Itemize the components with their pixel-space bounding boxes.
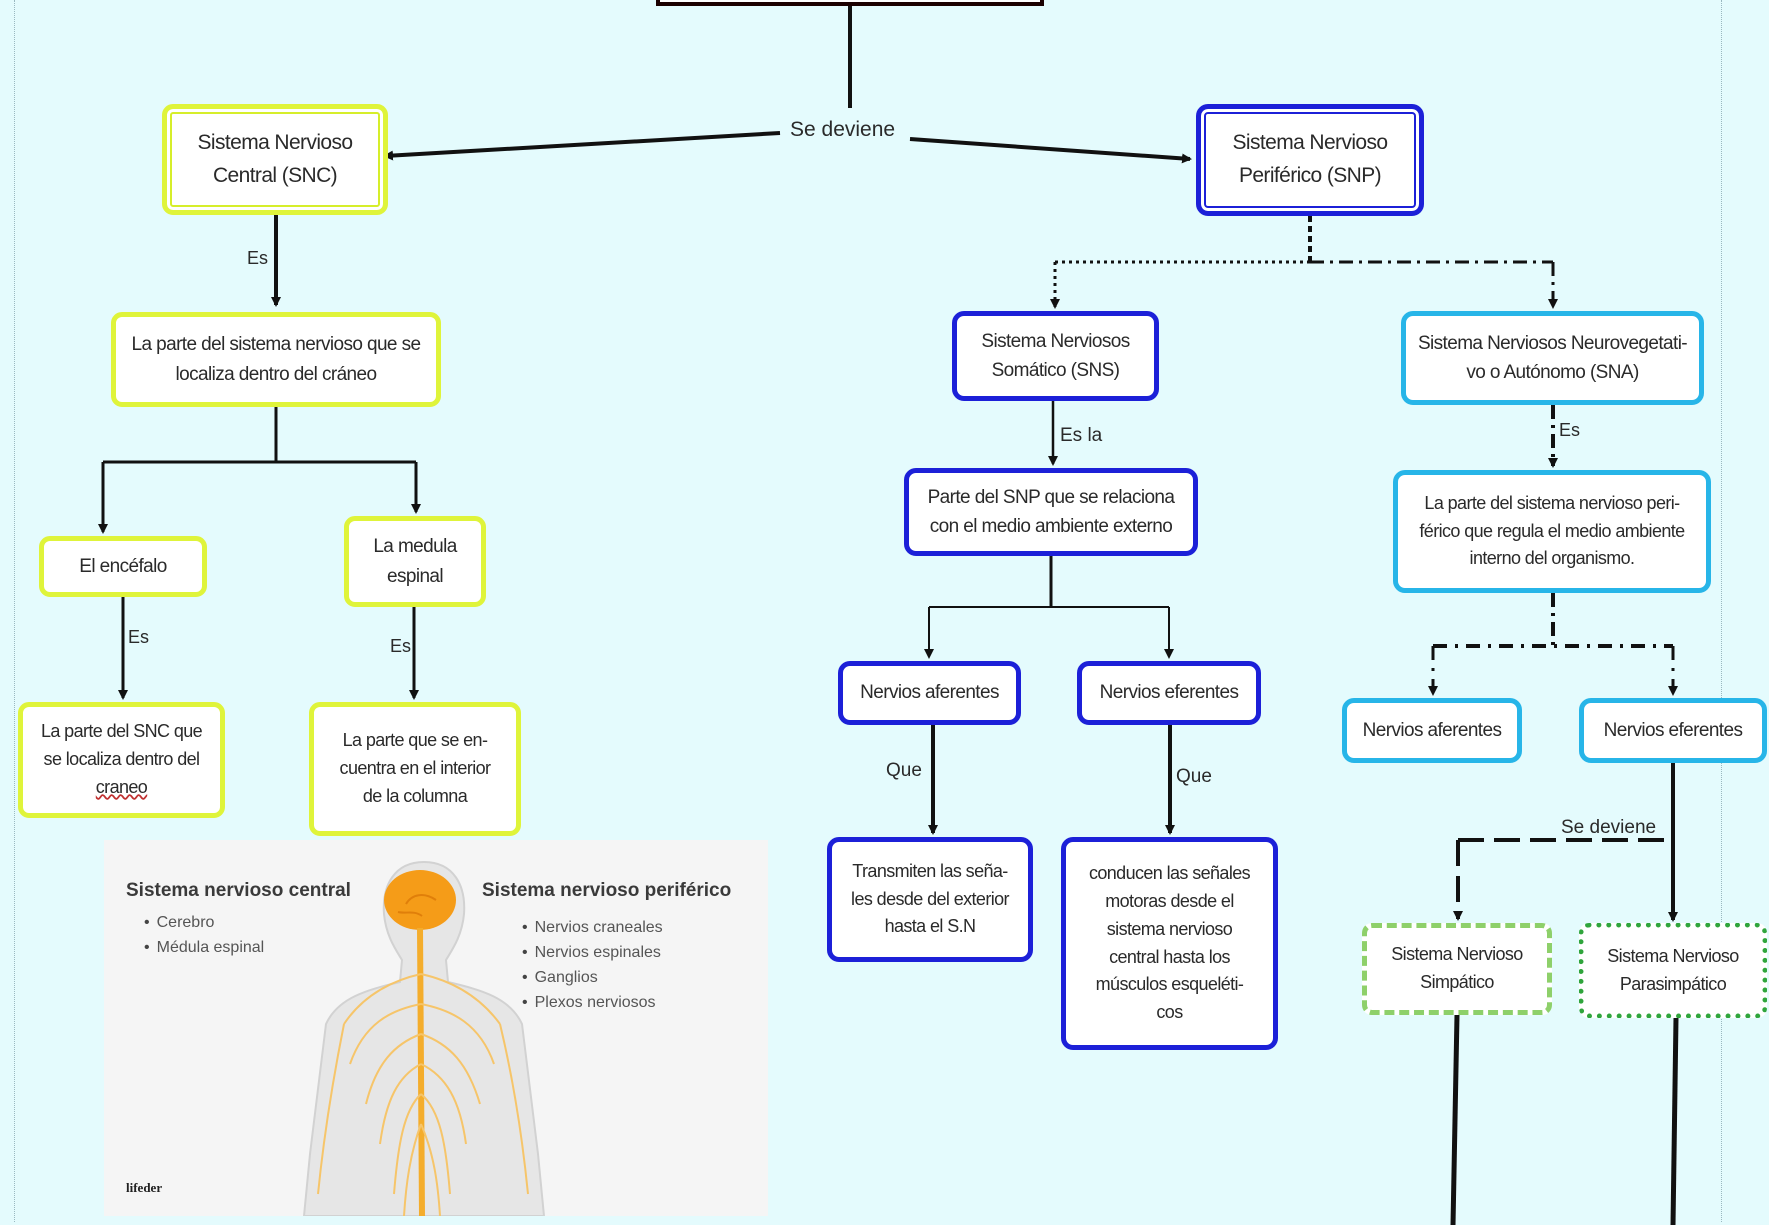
node-encefalo[interactable]: El encéfalo	[39, 536, 207, 597]
node-medula-espinal-line2: espinal	[386, 565, 444, 587]
node-aferentes-definition-line2: les desde del exterior	[851, 888, 1010, 909]
human-body-nervous-system-figure	[302, 860, 546, 1216]
node-encefalo-definition-line2: se localiza dentro del	[43, 749, 201, 770]
nervous-system-illustration: Sistema nervioso central Cerebro Médula …	[104, 840, 768, 1216]
node-medula-espinal-line1: La medula	[373, 536, 457, 558]
root-title-box	[656, 0, 1044, 6]
illustration-peripheral-item: Nervios espinales	[522, 940, 663, 965]
node-simpatico-line1: Sistema Nervioso	[1391, 944, 1523, 965]
node-sns-nervios-eferentes-line1: Nervios eferentes	[1099, 682, 1239, 704]
node-medula-definition-line2: cuentra en el interior	[339, 758, 492, 779]
node-eferentes-definition-line6: cos	[1156, 1002, 1183, 1023]
label-aferentes-que: Que	[886, 760, 922, 781]
snp-branch-lines	[924, 216, 1558, 835]
node-eferentes-definition-line3: sistema nervioso	[1106, 918, 1233, 939]
label-sns-es-la: Es la	[1060, 425, 1103, 446]
node-encefalo-line1: El encéfalo	[79, 555, 167, 577]
node-sns-nervios-aferentes[interactable]: Nervios aferentes	[838, 661, 1021, 725]
node-sns-definition[interactable]: Parte del SNP que se relaciona con el med…	[904, 468, 1198, 556]
root-split-lines	[383, 6, 1192, 164]
label-encefalo-es: Es	[128, 627, 150, 647]
illustration-peripheral-item: Nervios craneales	[522, 915, 663, 940]
node-sna-nervios-eferentes[interactable]: Nervios eferentes	[1579, 698, 1767, 763]
label-snc-es: Es	[247, 248, 269, 268]
node-sns-definition-line2: con el medio ambiente externo	[929, 516, 1173, 537]
node-encefalo-definition[interactable]: La parte del SNC que se localiza dentro d…	[18, 702, 225, 818]
illustration-peripheral-item: Plexos nerviosos	[522, 990, 663, 1015]
node-sns-definition-line1: Parte del SNP que se relaciona	[927, 486, 1175, 508]
label-eferentes-que: Que	[1176, 766, 1212, 787]
node-encefalo-definition-line1: La parte del SNC que	[40, 721, 203, 742]
node-eferentes-definition-line4: central hasta los	[1109, 946, 1230, 967]
node-aferentes-definition[interactable]: Transmiten las seña-les desde del exteri…	[827, 837, 1033, 962]
node-aferentes-definition-line3: hasta el S.N	[884, 916, 976, 937]
node-snc-line2: Central (SNC)	[212, 163, 338, 187]
label-se-deviene-eferentes: Se deviene	[1561, 817, 1657, 838]
label-se-deviene-main: Se deviene	[784, 118, 902, 142]
node-sna-definition-line1: La parte del sistema nervioso peri-	[1424, 492, 1680, 513]
node-medula-espinal[interactable]: La medula espinal	[344, 516, 486, 607]
illustration-central-list: Cerebro Médula espinal	[126, 910, 265, 960]
node-eferentes-definition-line5: músculos esqueléti-	[1095, 974, 1244, 995]
node-medula-definition-line1: La parte que se en-	[342, 730, 488, 751]
lifeder-logo: lifeder	[126, 1180, 163, 1195]
illustration-peripheral-title: Sistema nervioso periférico	[482, 880, 732, 901]
node-sns-nervios-aferentes-line1: Nervios aferentes	[860, 682, 999, 704]
node-simpatico-line2: Simpático	[1420, 972, 1494, 992]
node-sns-line1: Sistema Nerviosos	[981, 330, 1130, 352]
illustration-central-item: Médula espinal	[144, 935, 265, 960]
node-parasimpatico-line2: Parasimpático	[1619, 973, 1727, 994]
node-sna[interactable]: Sistema Nerviosos Neurovegetati-vo o Aut…	[1401, 311, 1704, 405]
node-snc-definition-line1: La parte del sistema nervioso que se	[131, 334, 422, 356]
node-eferentes-definition[interactable]: conducen las señales motoras desde el sist…	[1061, 837, 1278, 1050]
node-sna-definition-line2: férico que regula el medio ambiente	[1419, 520, 1685, 541]
snc-branch-lines	[98, 215, 421, 700]
node-medula-definition[interactable]: La parte que se en-cuentra en el interio…	[309, 702, 521, 836]
label-sna-es: Es	[1559, 420, 1581, 440]
node-medula-definition-line3: de la columna	[362, 785, 468, 806]
node-parasimpatico-line1: Sistema Nervioso	[1607, 945, 1739, 966]
node-snp-line1: Sistema Nervioso	[1232, 131, 1389, 155]
illustration-central-item: Cerebro	[144, 910, 264, 935]
node-snp-line2: Periférico (SNP)	[1238, 164, 1382, 187]
node-snc-definition[interactable]: La parte del sistema nervioso que se loca…	[111, 312, 441, 407]
illustration-peripheral-item: Ganglios	[522, 965, 663, 990]
node-snc-definition-line2: localiza dentro del cráneo	[175, 363, 378, 385]
node-sna-nervios-eferentes-line1: Nervios eferentes	[1603, 719, 1743, 741]
node-encefalo-definition-line3: craneo	[95, 776, 148, 797]
node-aferentes-definition-line1: Transmiten las seña-	[852, 860, 1008, 881]
node-sna-nervios-aferentes[interactable]: Nervios aferentes	[1342, 698, 1522, 763]
node-snc-line1: Sistema Nervioso	[197, 130, 354, 154]
label-medula-es: Es	[390, 636, 412, 656]
illustration-peripheral-list: Nervios craneales Nervios espinales Gang…	[504, 915, 663, 1015]
node-sna-line2: vo o Autónomo (SNA)	[1466, 362, 1639, 383]
node-eferentes-definition-line2: motoras desde el	[1105, 890, 1234, 911]
node-sna-nervios-aferentes-line1: Nervios aferentes	[1362, 719, 1502, 741]
node-sna-definition-line3: interno del organismo.	[1469, 548, 1636, 569]
node-sna-line1: Sistema Nerviosos Neurovegetati-	[1417, 332, 1688, 354]
node-eferentes-definition-line1: conducen las señales	[1088, 862, 1251, 883]
node-sns-line2: Somático (SNS)	[991, 360, 1120, 381]
sna-branch-lines	[1428, 405, 1679, 1225]
node-sna-definition[interactable]: La parte del sistema nervioso peri-féric…	[1393, 470, 1711, 593]
illustration-central-title: Sistema nervioso central	[126, 880, 351, 901]
node-sns-nervios-eferentes[interactable]: Nervios eferentes	[1077, 661, 1261, 725]
